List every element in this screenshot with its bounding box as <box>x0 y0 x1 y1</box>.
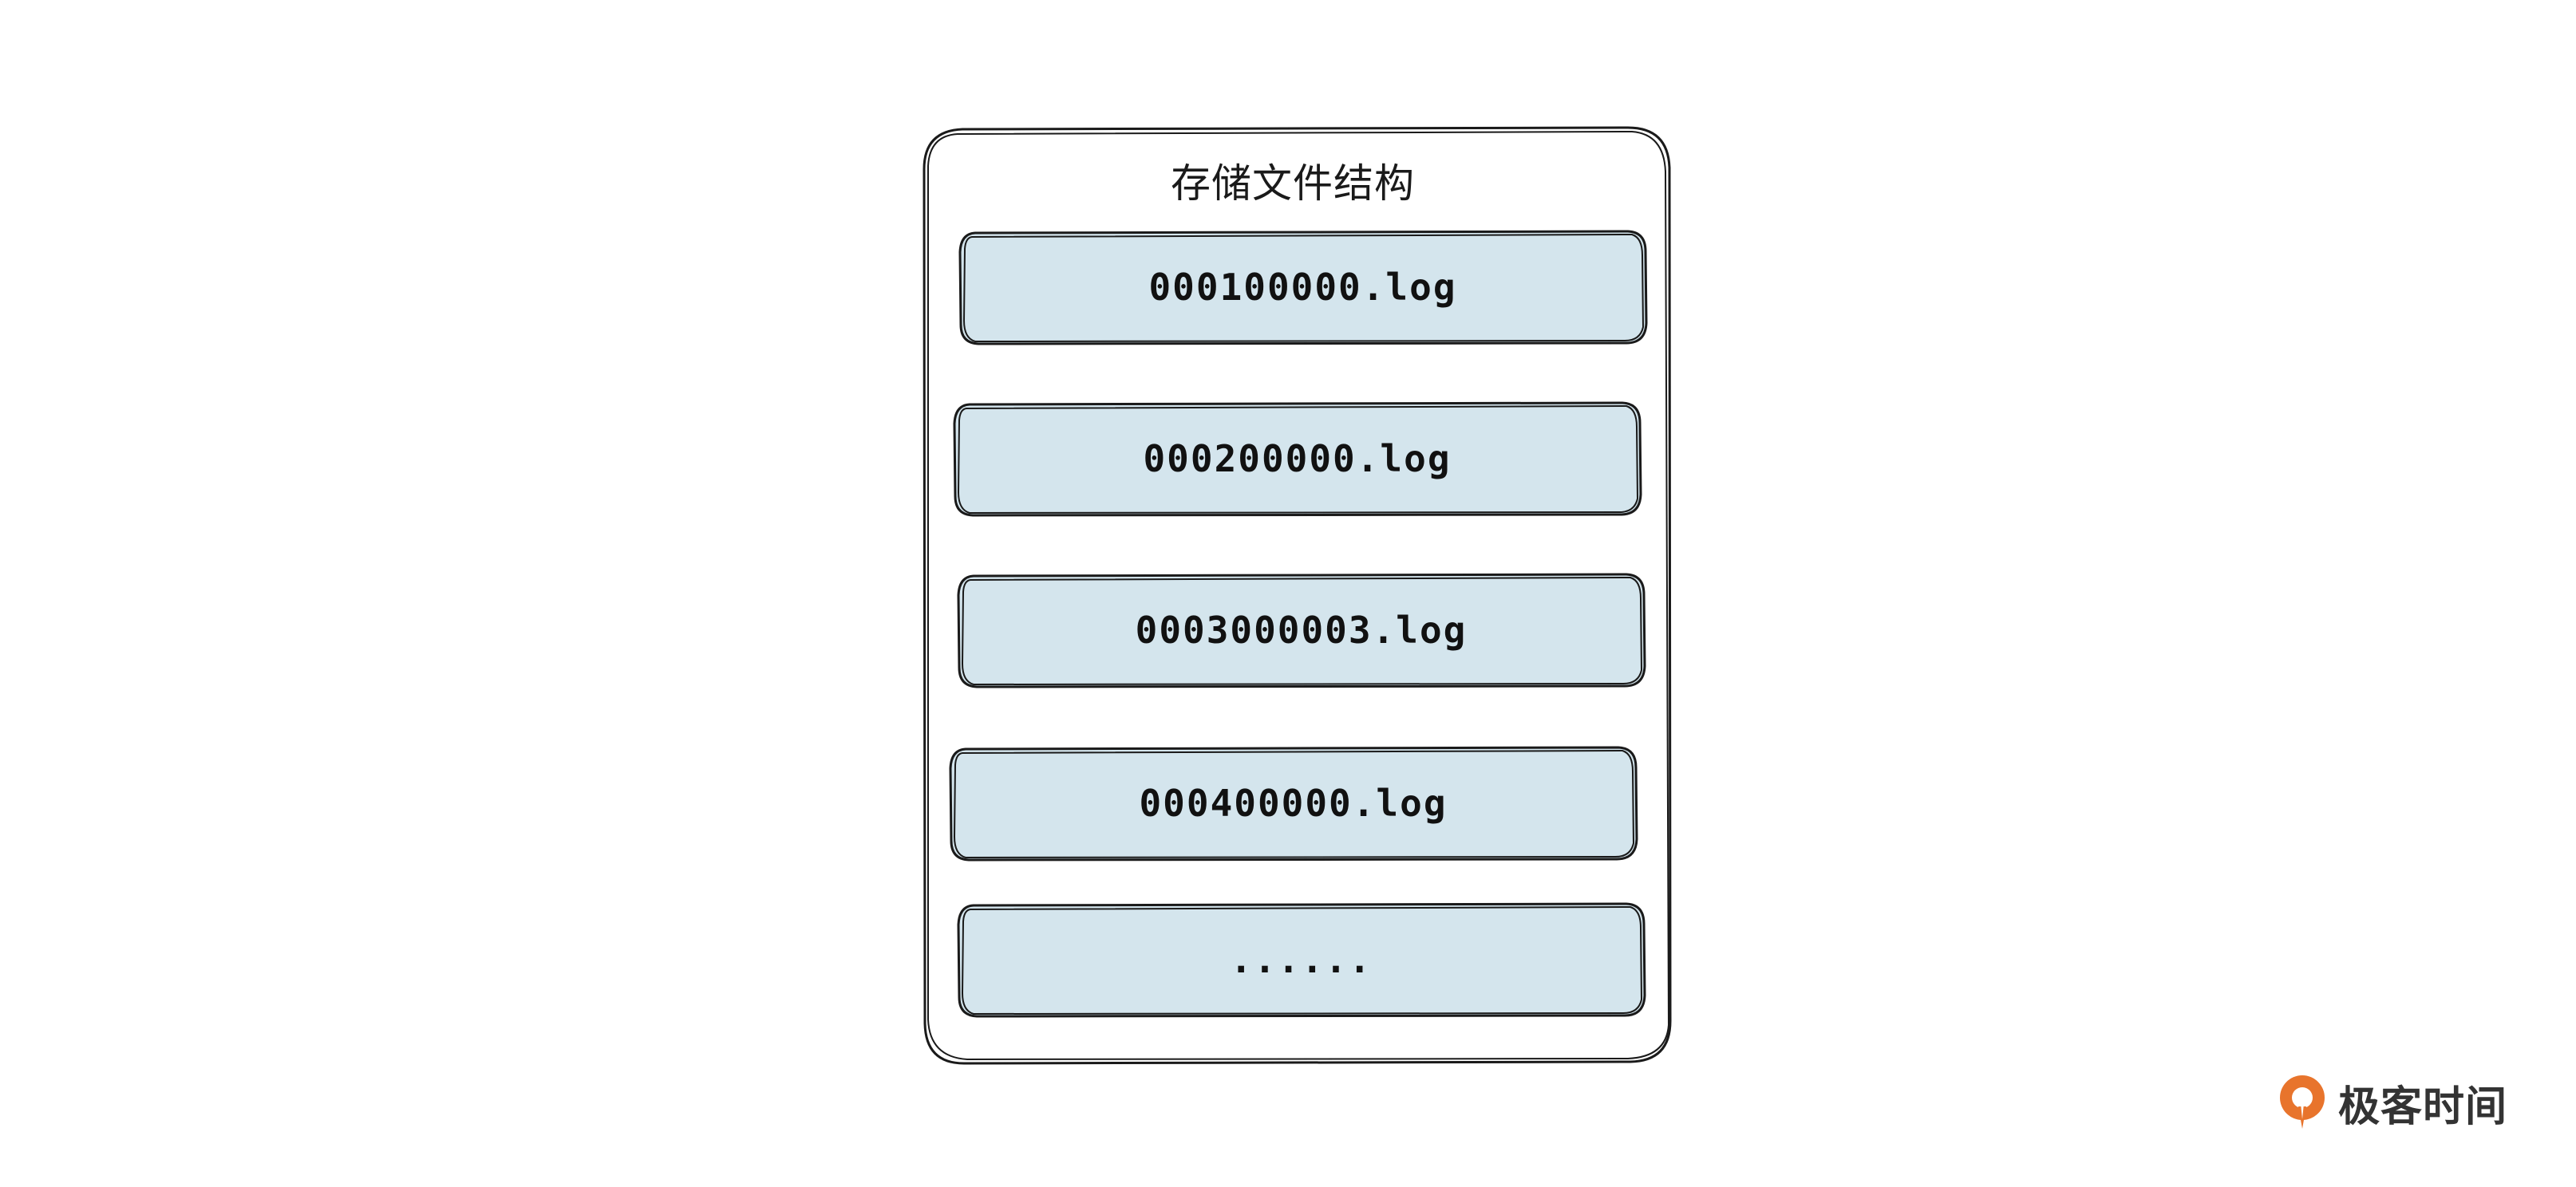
file-label-ellipsis: ...... <box>1230 938 1373 981</box>
watermark-text: 极客时间 <box>2338 1082 2508 1131</box>
file-label-3: 0003000003.log <box>1135 609 1468 652</box>
container-title: 存储文件结构 <box>1171 160 1415 207</box>
geektime-logo-icon <box>2280 1075 2325 1129</box>
brand-watermark: 极客时间 <box>2274 1071 2507 1134</box>
file-label-1: 000100000.log <box>1148 266 1457 309</box>
file-label-4: 000400000.log <box>1139 782 1448 825</box>
file-label-2: 000200000.log <box>1143 437 1452 480</box>
